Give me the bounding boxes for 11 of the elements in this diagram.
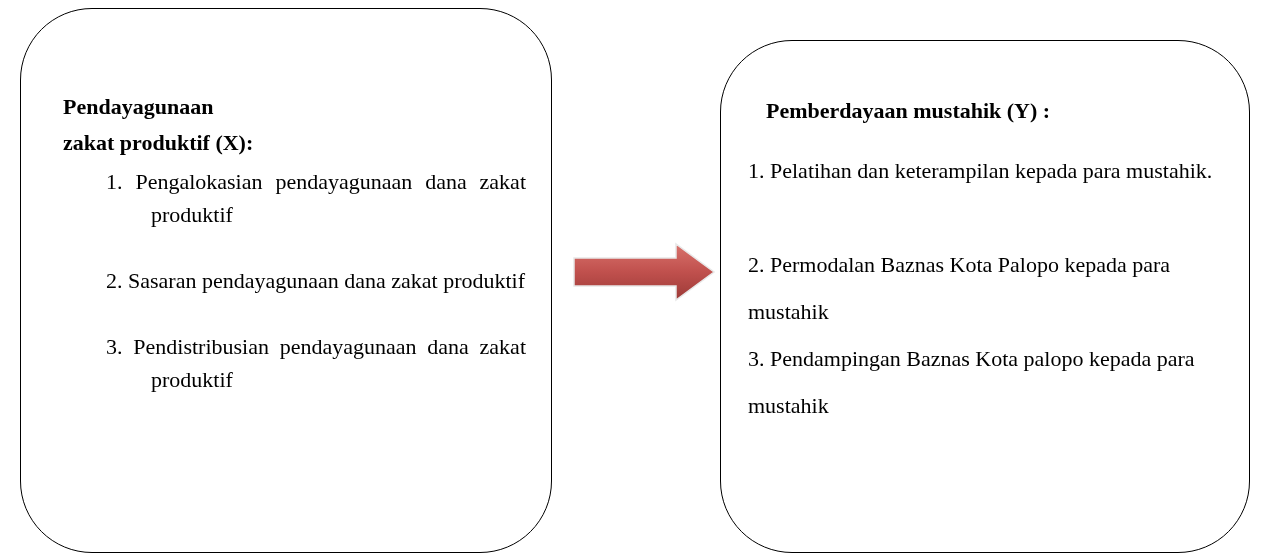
list-item: 2. Sasaran pendayagunaan dana zakat produktif (106, 267, 526, 295)
list-item: 2. Permodalan Baznas Kota Palopo kepada para mustahik (748, 251, 1172, 326)
list-item: 3. Pendistribusian pendayagunaan dana zakat produktif (106, 333, 526, 394)
list-item: 1. Pengalokasian pendayagunaan dana zakat produktif (106, 168, 526, 229)
box-heading: Pendayagunaan zakat produktif (X): (63, 93, 255, 157)
block-arrow (573, 242, 716, 302)
list-item: 1. Pelatihan dan keterampilan kepada para mustahik. (748, 157, 1214, 185)
rounded-box (720, 40, 1250, 553)
rounded-box (20, 8, 552, 553)
list-item: 3. Pendampingan Baznas Kota palopo kepada para mustahik (748, 345, 1196, 420)
box-heading: Pemberdayaan mustahik (Y) : (766, 97, 1052, 125)
